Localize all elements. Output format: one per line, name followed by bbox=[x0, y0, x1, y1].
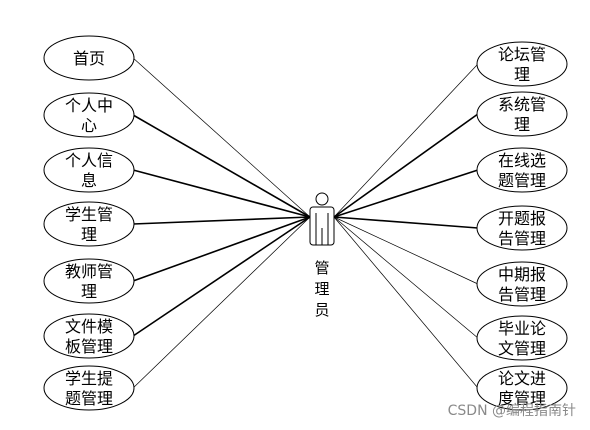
use-case-label-line: 论坛管 bbox=[498, 45, 546, 64]
use-case-label-line: 心 bbox=[81, 116, 97, 135]
connector-left-0 bbox=[132, 57, 311, 218]
use-case-label-line: 题管理 bbox=[498, 171, 546, 190]
connector-right-0 bbox=[333, 63, 479, 218]
use-case-ellipse bbox=[43, 365, 135, 411]
use-case-label-line: 文管理 bbox=[498, 339, 546, 358]
use-case-label-line: 文件模 bbox=[65, 317, 113, 336]
use-case-label-line: 理 bbox=[81, 225, 97, 244]
connector-lines bbox=[132, 57, 479, 389]
use-case-label-line: 系统管 bbox=[498, 95, 546, 114]
use-case-label-line: 个人中 bbox=[65, 96, 113, 115]
use-case-label-line: 题管理 bbox=[65, 389, 113, 408]
use-case-label-line: 毕业论 bbox=[498, 319, 546, 338]
use-case-label-line: 板管理 bbox=[65, 337, 113, 356]
use-case-label-line: 理 bbox=[514, 65, 530, 84]
use-case-ellipse bbox=[476, 261, 568, 307]
use-case-ellipse bbox=[43, 35, 135, 81]
actor-figure: 管理员 bbox=[309, 192, 335, 319]
actor-label-line: 管 bbox=[314, 259, 329, 277]
connector-left-5 bbox=[132, 216, 311, 337]
actor-label-line: 理 bbox=[314, 280, 329, 298]
connector-left-3 bbox=[133, 216, 311, 225]
use-case-label-line: 学生提 bbox=[65, 369, 113, 388]
actor-label-line: 员 bbox=[314, 301, 329, 319]
connector-left-6 bbox=[132, 216, 311, 389]
use-case-label-line: 理 bbox=[81, 282, 97, 301]
use-case-ellipse bbox=[476, 365, 568, 411]
use-case-label-line: 理 bbox=[514, 115, 530, 134]
use-case-ellipse bbox=[476, 315, 568, 361]
use-case-label-line: 学生管 bbox=[65, 205, 113, 224]
connector-right-6 bbox=[333, 216, 479, 389]
use-case-label-line: 首页 bbox=[73, 49, 105, 68]
use-case-left-0: 首页 bbox=[43, 35, 135, 81]
use-case-ellipse bbox=[43, 258, 135, 304]
connector-right-2 bbox=[333, 169, 479, 218]
connector-right-1 bbox=[333, 113, 479, 218]
use-case-label-line: 度管理 bbox=[498, 389, 546, 408]
use-case-ellipse bbox=[43, 313, 135, 359]
use-case-ellipse bbox=[476, 41, 568, 87]
use-case-label-line: 教师管 bbox=[65, 262, 113, 281]
use-case-label-line: 息 bbox=[81, 171, 97, 190]
connector-left-4 bbox=[132, 216, 311, 282]
use-case-ellipse bbox=[43, 201, 135, 247]
watermark-text: CSDN @编程指南针 bbox=[447, 403, 576, 419]
use-case-label-line: 开题报 bbox=[498, 209, 546, 228]
use-case-label-line: 论文进 bbox=[498, 369, 546, 388]
use-case-ellipse bbox=[43, 147, 135, 193]
use-case-ellipse bbox=[476, 147, 568, 193]
use-case-label-line: 告管理 bbox=[498, 285, 546, 304]
use-case-ellipse bbox=[476, 91, 568, 137]
use-case-ellipse bbox=[476, 205, 568, 251]
use-case-ellipse bbox=[43, 92, 135, 138]
use-case-label-line: 告管理 bbox=[498, 229, 546, 248]
connector-right-5 bbox=[333, 216, 479, 339]
connector-left-1 bbox=[132, 114, 311, 218]
use-case-label-line: 中期报 bbox=[498, 265, 546, 284]
connector-left-2 bbox=[132, 169, 311, 218]
connector-right-4 bbox=[333, 216, 479, 285]
connector-right-3 bbox=[333, 216, 478, 229]
person-icon bbox=[309, 192, 335, 246]
use-case-label-line: 在线选 bbox=[498, 151, 546, 170]
use-case-label-line: 个人信 bbox=[65, 151, 113, 170]
